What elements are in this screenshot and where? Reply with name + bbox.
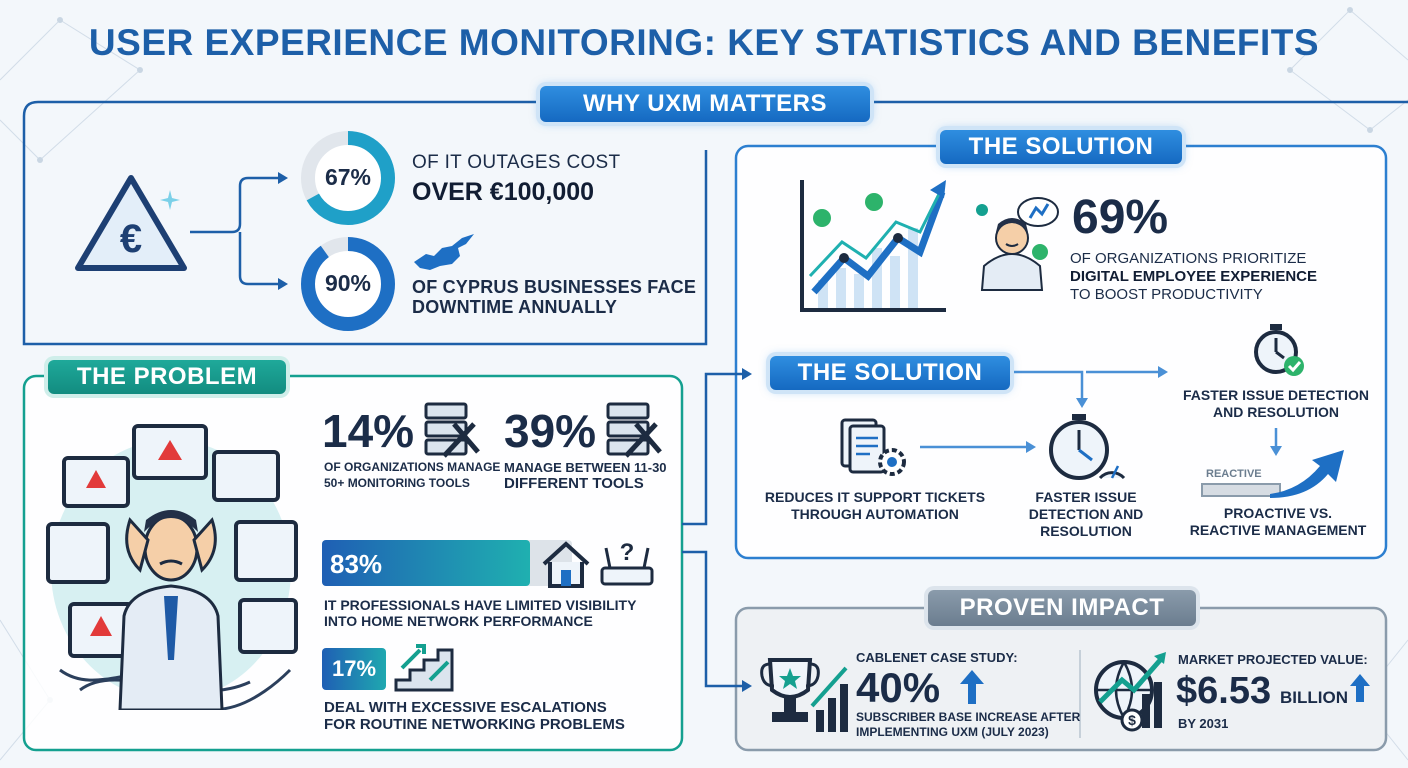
problem-heading: THE PROBLEM <box>48 360 286 394</box>
proactive-arrow-icon <box>1201 450 1344 498</box>
tools-11-30-percent: 39% <box>504 405 597 457</box>
tools-11-30-line1: MANAGE BETWEEN 11-30 <box>504 460 667 475</box>
proactive-line1: PROACTIVE VS. <box>1223 505 1333 521</box>
case-study-label: CABLENET CASE STUDY: <box>856 650 1018 665</box>
solution-heading-2: THE SOLUTION <box>770 356 1010 390</box>
market-unit: BILLION <box>1280 688 1348 707</box>
market-year: BY 2031 <box>1178 716 1229 731</box>
downtime-line1: OF CYPRUS BUSINESSES FACE <box>412 277 697 297</box>
escalations-badge: 17% <box>322 648 386 690</box>
escalations-line2: FOR ROUTINE NETWORKING PROBLEMS <box>324 716 625 733</box>
escalations-line1: DEAL WITH EXCESSIVE ESCALATIONS <box>324 699 607 716</box>
tools-50-line1: OF ORGANIZATIONS MANAGE <box>324 460 501 474</box>
document-gear-icon <box>840 418 906 476</box>
downtime-line2: DOWNTIME ANNUALLY <box>412 297 618 317</box>
reactive-badge: REACTIVE <box>1206 468 1262 480</box>
why-uxm-matters-heading: WHY UXM MATTERS <box>540 86 870 122</box>
market-label: MARKET PROJECTED VALUE: <box>1178 652 1368 667</box>
server-tools-icon-2 <box>606 402 662 458</box>
proactive-line2: REACTIVE MANAGEMENT <box>1189 522 1367 538</box>
router-question-icon: ? <box>600 539 654 586</box>
faster-detection-line2: AND RESOLUTION <box>1213 404 1339 420</box>
tools-50-percent: 14% <box>322 405 415 457</box>
outage-line2: OVER €100,000 <box>412 178 595 206</box>
up-arrow-icon <box>960 670 984 704</box>
case-study-line1: SUBSCRIBER BASE INCREASE AFTER <box>856 710 1081 724</box>
euro-warning-icon: € <box>75 175 187 271</box>
dex-line2: DIGITAL EMPLOYEE EXPERIENCE <box>1070 268 1317 285</box>
outage-line1: OF IT OUTAGES COST <box>412 152 621 173</box>
page-title: USER EXPERIENCE MONITORING: KEY STATISTI… <box>88 22 1320 63</box>
visibility-bar-fill <box>322 540 530 586</box>
downtime-donut: 90% <box>300 236 396 332</box>
outage-donut: 67% <box>300 130 396 226</box>
outage-percent: 67% <box>324 164 372 190</box>
stopwatch-gauge-icon <box>1049 414 1126 480</box>
tickets-line1: REDUCES IT SUPPORT TICKETS <box>764 489 986 505</box>
stairs-escalation-icon <box>394 644 454 692</box>
visibility-line1: IT PROFESSIONALS HAVE LIMITED VISIBILITY <box>324 597 637 613</box>
tools-11-30-line2: DIFFERENT TOOLS <box>504 475 644 492</box>
faster-detection-line1: FASTER ISSUE DETECTION <box>1183 387 1369 403</box>
faster-issue-line3: RESOLUTION <box>1040 523 1132 539</box>
visibility-percent: 83% <box>330 549 383 579</box>
escalations-percent: 17% <box>331 656 377 681</box>
downtime-percent: 90% <box>324 270 372 296</box>
home-icon <box>542 541 590 588</box>
svg-text:?: ? <box>620 539 635 566</box>
case-study-line2: IMPLEMENTING UXM (JULY 2023) <box>856 725 1049 739</box>
market-value: $6.53 <box>1176 670 1272 712</box>
tickets-line2: THROUGH AUTOMATION <box>791 506 959 522</box>
cyprus-map-icon <box>414 234 474 270</box>
svg-text:€: € <box>120 217 142 261</box>
globe-dollar-icon: $ <box>1094 652 1166 732</box>
server-tools-icon <box>424 402 480 458</box>
faster-issue-line2: DETECTION AND <box>1028 506 1144 522</box>
up-arrow-icon-2 <box>1350 674 1370 702</box>
growth-chart-icon <box>800 180 946 312</box>
sparkle-icon <box>160 190 180 210</box>
happy-employee-icon <box>976 197 1059 291</box>
dex-line1: OF ORGANIZATIONS PRIORITIZE <box>1070 250 1307 267</box>
dex-line3: TO BOOST PRODUCTIVITY <box>1070 286 1263 303</box>
faster-issue-line1: FASTER ISSUE <box>1035 489 1137 505</box>
stopwatch-check-icon <box>1254 324 1304 376</box>
impact-heading: PROVEN IMPACT <box>928 590 1196 626</box>
dex-percent: 69% <box>1072 191 1169 244</box>
stressed-it-worker-icon <box>46 424 298 710</box>
visibility-bar-track: 83% <box>322 540 572 586</box>
tools-50-line2: 50+ MONITORING TOOLS <box>324 476 470 490</box>
svg-text:$: $ <box>1128 712 1136 728</box>
solution-heading: THE SOLUTION <box>940 130 1182 164</box>
visibility-line2: INTO HOME NETWORK PERFORMANCE <box>324 613 593 629</box>
trophy-chart-icon <box>760 658 848 732</box>
case-study-percent: 40% <box>856 664 941 711</box>
